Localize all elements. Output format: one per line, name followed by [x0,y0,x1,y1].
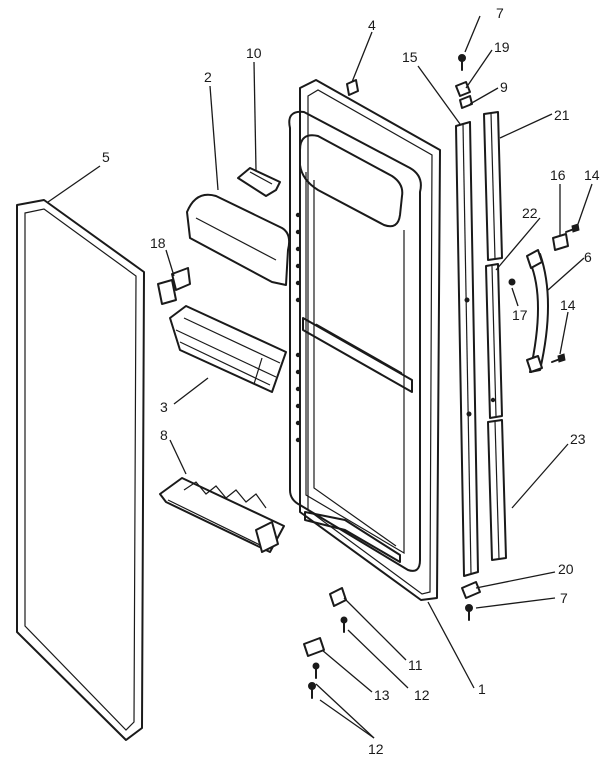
callout-19: 19 [494,39,510,55]
callout-16: 16 [550,167,566,183]
egg-tray [159,477,285,553]
callout-5: 5 [102,149,110,165]
lower-hinge-parts [303,587,348,699]
callout-15: 15 [402,49,418,65]
callout-2: 2 [204,69,212,85]
callout-9: 9 [500,79,508,95]
callout-23: 23 [570,431,586,447]
callout-18: 18 [150,235,166,251]
door-gasket [16,199,145,741]
trim-strip-21 [483,111,503,261]
callout-labels: 1 2 3 4 5 6 7 7 8 9 10 11 12 12 13 14 14… [102,5,600,757]
handle-end-cap [552,233,569,251]
door-bin [169,305,287,393]
callout-6: 6 [584,249,592,265]
callout-11: 11 [408,657,423,673]
bottom-hinge-hardware [461,581,481,621]
callout-12-a: 12 [414,687,430,703]
trim-strip-22 [485,263,503,419]
handle-screws [508,223,580,363]
small-cover [237,167,281,197]
callout-7-top: 7 [496,5,504,21]
vertical-trim-15 [455,121,479,577]
callout-4: 4 [368,17,376,33]
door-liner [288,79,441,601]
bin-bracket [157,267,191,305]
callout-3: 3 [160,399,168,415]
callout-17: 17 [512,307,528,323]
callout-10: 10 [246,45,262,61]
callout-1: 1 [478,681,486,697]
door-shelf-holes [295,212,301,443]
callout-14-top: 14 [584,167,600,183]
callout-7-bottom: 7 [560,590,568,606]
callout-22: 22 [522,205,538,221]
callout-20: 20 [558,561,574,577]
callout-14-bottom: 14 [560,297,576,313]
trim-strip-23 [487,419,507,561]
leader-lines [47,15,593,739]
door-clip [346,79,359,96]
top-hinge-hardware [455,54,473,109]
callout-13: 13 [374,687,390,703]
dairy-door [186,193,291,286]
callout-21: 21 [554,107,570,123]
door-handle [526,249,549,373]
callout-8: 8 [160,427,168,443]
callout-12-b: 12 [368,741,384,757]
